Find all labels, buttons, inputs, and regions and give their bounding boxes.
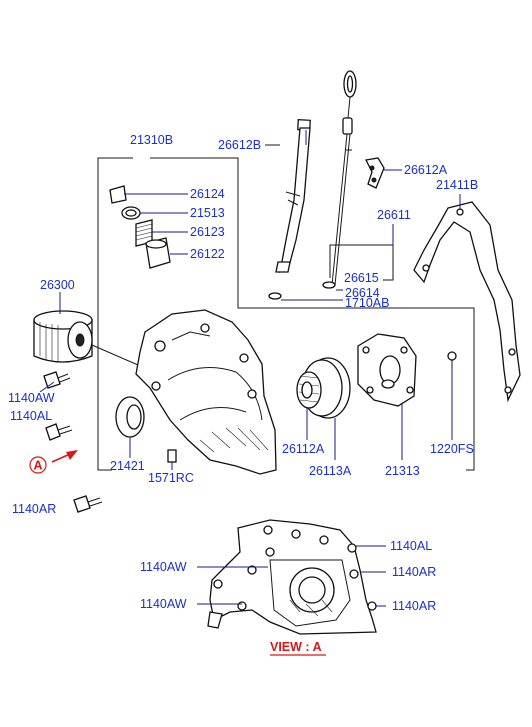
label-1140ar-left: 1140AR — [12, 502, 56, 516]
label-1220fs: 1220FS — [430, 442, 474, 456]
o-ring-1710ab — [268, 292, 282, 300]
label-1140aw-view-bottom: 1140AW — [140, 597, 187, 611]
screw-1220fs — [447, 351, 457, 368]
bolt-1140ar-left — [73, 495, 103, 513]
label-21411b: 21411B — [436, 178, 478, 192]
label-26612b: 26612B — [218, 138, 261, 152]
label-1571rc: 1571RC — [148, 471, 194, 485]
relief-valve-parts — [109, 185, 171, 269]
label-26113a: 26113A — [309, 464, 352, 478]
label-26123: 26123 — [190, 225, 225, 239]
callout-letter-a: A — [33, 459, 42, 473]
label-26615: 26615 — [344, 271, 379, 285]
o-ring-26614 — [322, 281, 336, 289]
label-26611: 26611 — [377, 208, 411, 222]
front-case — [135, 309, 277, 475]
label-1140aw-left: 1140AW — [8, 391, 55, 405]
pump-cover — [357, 333, 417, 407]
label-26122: 26122 — [190, 247, 225, 261]
bolt-1140aw-left — [43, 371, 71, 389]
dipstick-guide-tube — [275, 119, 311, 273]
oil-filter — [33, 310, 139, 366]
label-1140ar-view-bottom: 1140AR — [392, 599, 436, 613]
label-21421: 21421 — [110, 459, 145, 473]
assembly-frame — [97, 144, 475, 471]
view-a-caption: VIEW : A — [270, 640, 326, 656]
part-labels: 21310B 26612B 26612A 21411B 26124 21513 … — [8, 133, 478, 613]
view-a-title: VIEW : A — [270, 640, 322, 654]
label-21513: 21513 — [190, 206, 225, 220]
label-1140al-left: 1140AL — [10, 409, 52, 423]
bolt-1140al-left — [45, 423, 73, 441]
oil-seal — [115, 396, 145, 438]
leader-lines — [39, 130, 461, 607]
label-26112a: 26112A — [282, 442, 325, 456]
label-21310b: 21310B — [130, 133, 173, 147]
label-21313: 21313 — [385, 464, 420, 478]
label-26300: 26300 — [40, 278, 75, 292]
view-a-assembly — [207, 519, 377, 635]
oil-dipstick — [331, 70, 357, 286]
pump-gears — [296, 357, 351, 419]
label-26614: 26614 — [345, 286, 380, 300]
dowel-pin — [167, 449, 177, 463]
label-1140aw-view-top: 1140AW — [140, 560, 187, 574]
label-26612a: 26612A — [404, 163, 448, 177]
label-1140ar-view-top: 1140AR — [392, 565, 436, 579]
label-1140al-view: 1140AL — [390, 539, 432, 553]
front-case-gasket — [413, 201, 521, 403]
label-26124: 26124 — [190, 187, 225, 201]
view-a-callout: A — [29, 450, 78, 474]
tube-bracket — [365, 157, 385, 189]
red-arrow-icon — [66, 450, 78, 460]
label-1710ab: 1710AB — [345, 296, 389, 310]
